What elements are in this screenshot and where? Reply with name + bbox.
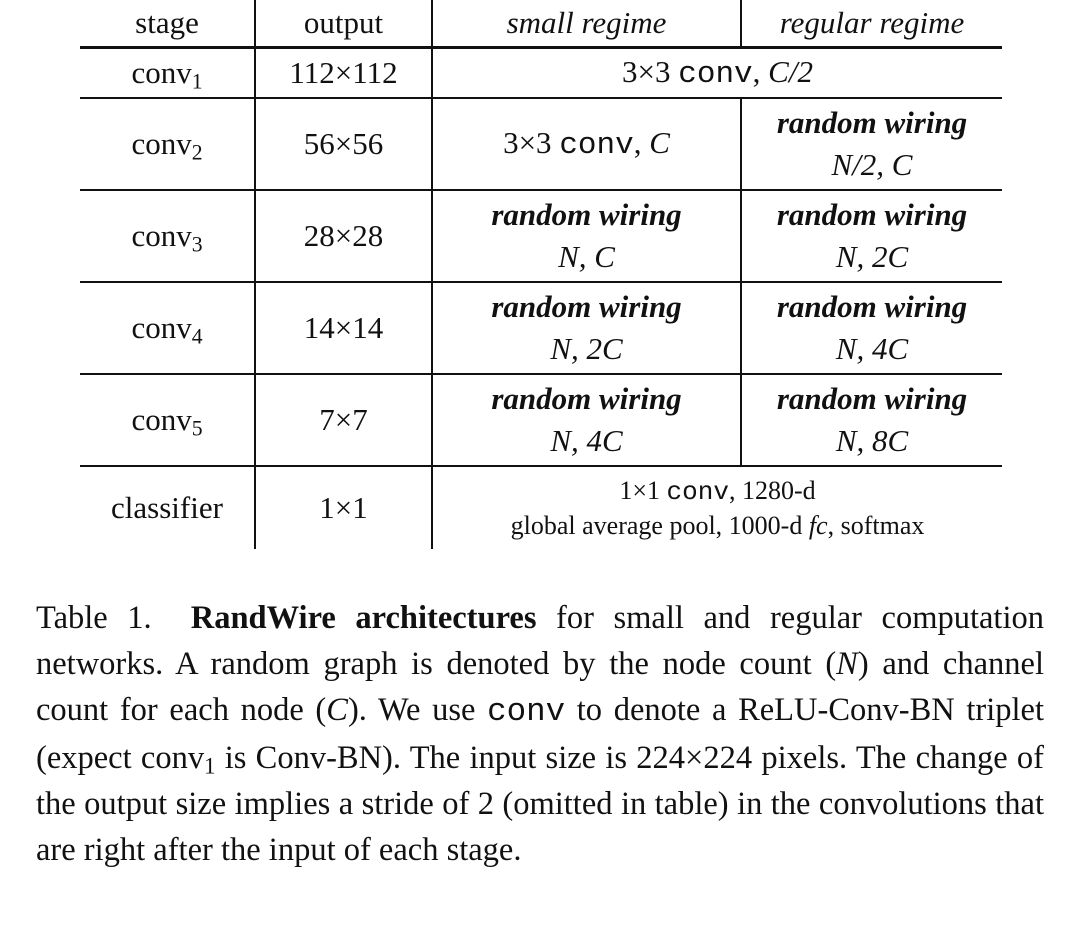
output-cell: 7×7 [255,374,433,467]
architecture-table: stage output small regime regular regime… [80,0,1002,549]
header-stage: stage [80,0,256,49]
merged-regime-cell: 1×1 conv, 1280-d global average pool, 10… [510,475,925,540]
table-row: classifier 1×1 1×1 conv, 1280-d global a… [80,466,1002,549]
stage-cell: conv1 [80,47,256,99]
header-regular-regime: regular regime [741,0,1002,49]
output-cell: 56×56 [255,98,433,191]
output-cell: 112×112 [255,47,433,99]
table-header-row: stage output small regime regular regime [80,0,1002,49]
output-cell: 28×28 [255,190,433,283]
stage-cell: classifier [80,466,256,549]
stage-cell: conv5 [80,374,256,467]
output-cell: 1×1 [255,466,433,549]
table-caption: Table 1. RandWire architectures for smal… [36,599,1044,868]
merged-regime-cell: 3×3 conv, C/2 [432,47,1002,99]
stage-cell: conv4 [80,282,256,375]
stage-cell: conv3 [80,190,256,283]
small-regime-cell: 3×3 conv, C [432,98,742,191]
header-output: output [255,0,433,49]
table-row: conv1 112×112 3×3 conv, C/2 [80,47,1002,99]
stage-cell: conv2 [80,98,256,191]
header-small-regime: small regime [432,0,742,49]
output-cell: 14×14 [255,282,433,375]
